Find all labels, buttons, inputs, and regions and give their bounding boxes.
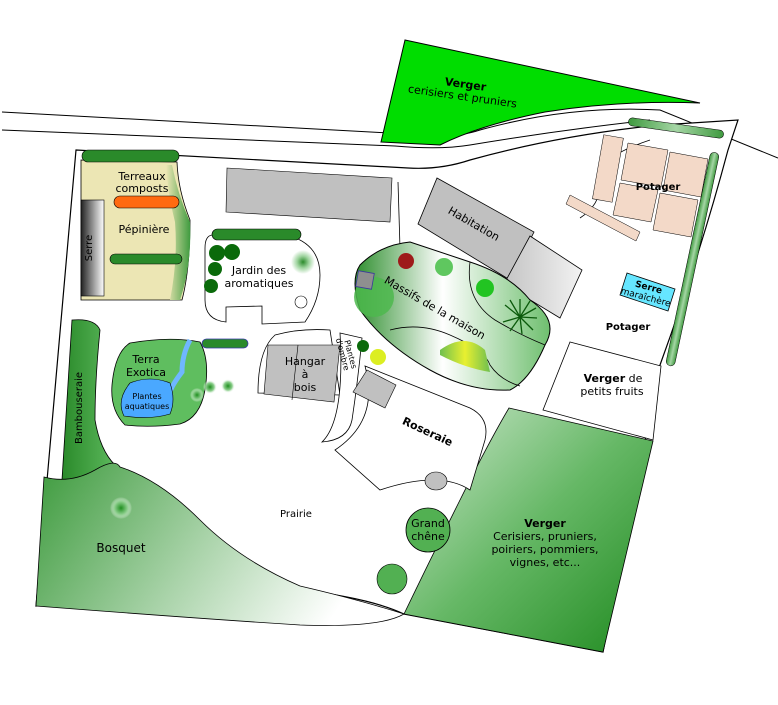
bosquet-label: Bosquet: [96, 541, 145, 555]
roseraie-basin: [424, 471, 448, 491]
verger-pf-sub: petits fruits: [580, 385, 643, 398]
jardin-label-1: Jardin des: [231, 264, 287, 277]
palm-tree-icon: [502, 299, 538, 335]
massif-yellow: [440, 341, 490, 372]
shrub-jardin: [291, 250, 315, 274]
shrub-terra-2: [203, 380, 217, 394]
path-west-house: [397, 181, 401, 249]
bassin-plantes-aquatiques: [120, 378, 174, 418]
hedge-potager-east: [666, 152, 719, 367]
stream: [167, 338, 193, 393]
jardin-label-2: aromatiques: [224, 277, 293, 290]
grand-chene: [405, 507, 451, 553]
potager-bed-5: [652, 192, 699, 238]
grand-chene-label-1: Grand: [411, 517, 445, 530]
outbuilding-north: [225, 167, 393, 223]
bush-jardin-3: [208, 262, 222, 276]
pepiniere-label: Pépinière: [119, 223, 170, 236]
hedge-potager-top: [628, 117, 724, 139]
serre-building: [80, 199, 105, 297]
prairie-label: Prairie: [280, 509, 312, 520]
verger-south-east: [403, 407, 654, 653]
potager-bed-4: [612, 182, 659, 223]
verger-se-line2: poiriers, pommiers,: [491, 543, 598, 556]
hangar-label-3: bois: [294, 381, 317, 394]
massifs-path-2: [468, 261, 546, 346]
verger-se-title: Verger: [524, 517, 566, 530]
plantes-aq-label-1: Plantes: [132, 392, 161, 401]
potager-top-label: Potager: [636, 182, 681, 193]
verger-north-title: Verger: [444, 75, 488, 94]
terra-label-1: Terra: [131, 353, 159, 366]
serre-maraichere: [619, 272, 676, 312]
massifs-maison: [354, 241, 551, 391]
shrub-terra-1: [190, 388, 204, 402]
hangar-label-1: Hangar: [285, 355, 326, 368]
plantes-aq-label-2: aquatiques: [125, 402, 170, 411]
bambouseraie-label: Bambouseraie: [74, 372, 85, 444]
bush-jardin-1: [209, 245, 225, 261]
grand-chene-label-2: chêne: [411, 530, 445, 543]
potager-bed-1: [592, 134, 624, 203]
terra-label-2: Exotica: [126, 366, 166, 379]
pepiniere-zone: [80, 159, 191, 301]
composts-label: composts: [116, 182, 169, 195]
tree-yellow: [370, 349, 386, 365]
tree-red: [398, 253, 414, 269]
serre-label: Serre: [84, 235, 95, 261]
bush-jardin-4: [204, 279, 218, 293]
tree-prairie: [376, 563, 408, 595]
bush-jardin-2: [224, 244, 240, 260]
hedge-top-pepiniere: [81, 149, 180, 163]
habitation-annex: [503, 235, 583, 319]
tree-ombre-dark: [357, 340, 369, 352]
tree-light: [435, 258, 453, 276]
verger-petits-fruits: [542, 341, 662, 441]
shrub-bosquet: [110, 497, 132, 519]
well-jardin: [294, 295, 308, 309]
hedge-terra: [201, 338, 249, 349]
hangar-label-2: à: [302, 368, 309, 381]
verger-se-line3: vignes, etc...: [510, 556, 581, 569]
potager-bed-2: [620, 142, 669, 188]
massif-small-box: [355, 270, 375, 290]
verger-se-line1: Cerisiers, pruniers,: [493, 530, 597, 543]
compost-bed: [113, 195, 180, 209]
verger-north: [380, 39, 701, 146]
hedge-jardin: [211, 228, 302, 241]
plantes-ombre-strip: [320, 332, 363, 443]
tree-bright: [476, 279, 494, 297]
hangar-building: [263, 344, 341, 403]
potager-right-label: Potager: [606, 322, 651, 333]
terreaux-label: Terreaux: [117, 170, 166, 183]
shrub-terra-3: [221, 379, 235, 393]
hedge-pepiniere: [109, 253, 183, 265]
verger-pf-title: Verger de: [584, 372, 643, 385]
roseraie-shed: [352, 369, 397, 409]
potager-bed-6: [565, 194, 641, 242]
hangar-divider: [291, 344, 299, 401]
